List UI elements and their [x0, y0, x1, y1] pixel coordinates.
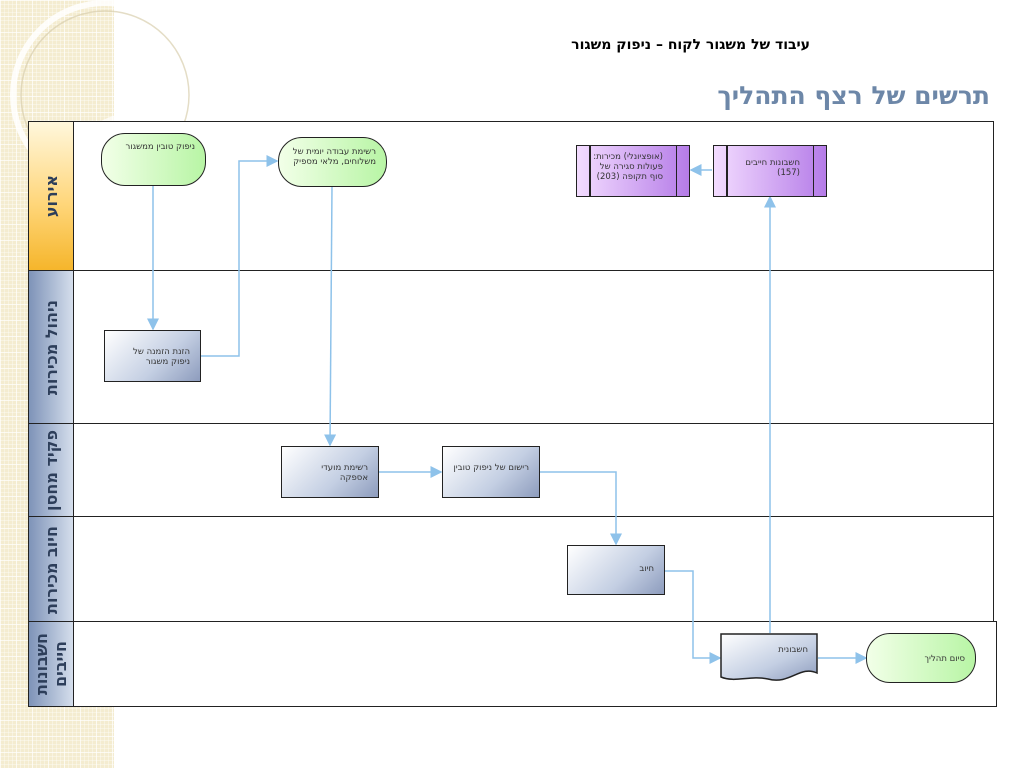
lane-label-warehouse-clerk: פקיד מחסן	[41, 430, 61, 511]
lane-label-box: פקיד מחסן	[29, 424, 74, 517]
predefined-bar	[675, 146, 677, 196]
node-text: (אופציונלי) מכירות: פעולות סגירה של סוף …	[593, 152, 663, 182]
lane-label-event: אירוע	[41, 175, 61, 218]
node-goods-issue-posting: רישום של ניפוק טובין	[442, 446, 540, 498]
node-text: סיום תהליך	[924, 654, 965, 664]
node-delivery-due-list: רשימת מועדי אספקה	[281, 446, 379, 498]
lane-label-sales-management: ניהול מכירות	[41, 299, 61, 396]
node-text: חיוב	[639, 564, 654, 574]
lane-label-box: חיוב מכירות	[29, 517, 74, 623]
node-text: חשבונות חייבים (157)	[745, 158, 800, 178]
node-invoice: חשבונית	[720, 645, 818, 670]
node-text: רשימת מועדי אספקה	[321, 463, 368, 483]
node-daily-worklist: רשימת עבודה יומית של משלוחים, מלאי מספיק	[278, 137, 387, 187]
node-text: רשימת עבודה יומית של משלוחים, מלאי מספיק	[292, 147, 376, 167]
node-text: חשבונית	[778, 645, 808, 655]
lane-accounts-receivable: חשבונות חייבים	[28, 621, 997, 707]
node-text: הזנת הזמנה של ניפוק משגור	[133, 347, 190, 367]
diagram-title: תרשים של רצף התהליך	[717, 81, 990, 110]
node-accounts-receivable: חשבונות חייבים (157)	[713, 145, 827, 197]
node-period-end-closing: (אופציונלי) מכירות: פעולות סגירה של סוף …	[576, 145, 690, 197]
node-process-end: סיום תהליך	[866, 633, 976, 683]
node-billing: חיוב	[567, 545, 665, 595]
lane-sales-management: ניהול מכירות	[28, 270, 994, 425]
node-invoice-shape	[720, 633, 818, 681]
lane-label-box: אירוע	[29, 122, 74, 271]
lane-label-sales-billing: חיוב מכירות	[41, 526, 61, 614]
predefined-bar	[726, 146, 728, 196]
predefined-bar	[589, 146, 591, 196]
lane-label-box: חשבונות חייבים	[29, 622, 74, 706]
node-text: רישום של ניפוק טובין	[453, 463, 529, 473]
lane-label-accounts-receivable: חשבונות חייבים	[32, 632, 70, 696]
page-title: עיבוד של משגור לקוח – ניפוק משגור	[571, 37, 810, 53]
lane-label-box: ניהול מכירות	[29, 271, 74, 424]
lane-sales-billing: חיוב מכירות	[28, 516, 994, 624]
node-text: ניפוק טובין ממשגור	[125, 142, 195, 152]
predefined-bar	[812, 146, 814, 196]
node-dispatch-release-start: ניפוק טובין ממשגור	[101, 133, 206, 186]
node-enter-dispatch-order: הזנת הזמנה של ניפוק משגור	[104, 330, 201, 382]
